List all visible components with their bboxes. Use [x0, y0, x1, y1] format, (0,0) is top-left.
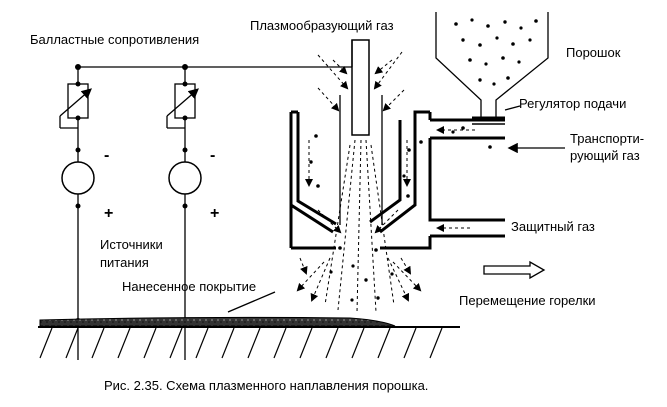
ballast-resistors-label: Балластные сопротивления	[30, 32, 199, 47]
plus-sign-left: +	[104, 205, 113, 222]
minus-sign-right: -	[210, 147, 215, 164]
shield-gas-label: Защитный газ	[511, 219, 595, 234]
workpiece	[38, 316, 460, 359]
powder-channel-flows	[305, 134, 423, 302]
transport-gas-label-line1: Транспорти-	[570, 131, 644, 146]
minus-sign-left: -	[104, 147, 109, 164]
ballast-resistor-right	[166, 67, 199, 150]
coating-leader-line	[227, 291, 276, 313]
torch-movement-label: Перемещение горелки	[459, 293, 596, 308]
power-sources-label-line1: Источники	[100, 237, 163, 252]
figure-caption: Рис. 2.35. Схема плазменного наплавления…	[104, 378, 428, 393]
spread-arrows	[296, 257, 422, 302]
feed-regulator-label: Регулятор подачи	[519, 96, 626, 111]
ground-hatching	[39, 327, 443, 359]
torch-movement-arrow	[483, 260, 546, 280]
ballast-resistor-left	[59, 67, 92, 150]
powder-label: Порошок	[566, 45, 621, 60]
power-sources-label-line2: питания	[100, 255, 149, 270]
plasma-torch	[289, 39, 505, 250]
plasma-jet	[324, 139, 395, 313]
coating-label: Нанесенное покрытие	[122, 279, 256, 294]
power-source-right	[168, 147, 202, 360]
powder-particles	[454, 18, 538, 86]
plus-sign-right: +	[210, 205, 219, 222]
transport-gas-arrows	[436, 126, 565, 154]
transport-gas-label-line2: рующий газ	[570, 148, 640, 163]
powder-hopper	[435, 12, 549, 125]
electrical-circuit: - + - +	[59, 64, 352, 360]
plasma-gas-arrows	[317, 51, 405, 112]
plasma-gas-label: Плазмообразующий газ	[250, 18, 394, 33]
